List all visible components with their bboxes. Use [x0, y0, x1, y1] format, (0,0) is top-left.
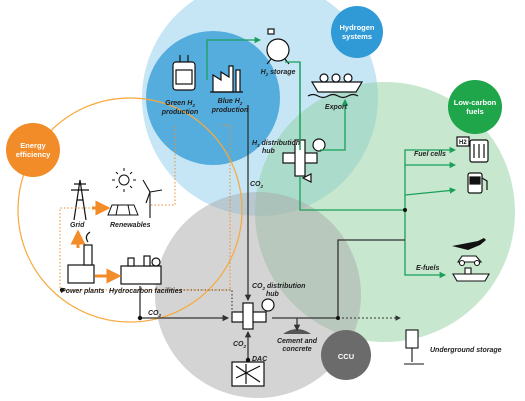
svg-text:H2: H2	[459, 140, 467, 146]
h2-storage-label: H2 storage	[261, 69, 296, 77]
hydrogen-systems-badge: Hydrogen systems	[331, 6, 383, 58]
hydrogen-pump-icon	[467, 172, 488, 194]
svg-text:systems: systems	[342, 32, 372, 41]
factory-icon	[210, 65, 243, 93]
co2-dac-label: CO2	[233, 341, 247, 349]
h2-hub-valve-icon	[282, 138, 326, 183]
low-carbon-fuels-badge: Low-carbon fuels	[448, 80, 502, 134]
ccu-badge: CCU	[321, 330, 371, 380]
car-icon	[456, 255, 483, 267]
sun-icon	[112, 168, 136, 192]
junction-dots	[59, 208, 407, 363]
wind-turbine-icon	[142, 179, 163, 218]
plane-icon	[452, 238, 486, 250]
ccu-circle	[155, 192, 361, 398]
underground-storage-label: Underground storage	[430, 347, 502, 354]
hydrocarbon-label: Hydrocarbon facilities	[109, 288, 183, 295]
svg-text:Low-carbon: Low-carbon	[454, 98, 497, 107]
co2-upper-label: CO2	[250, 181, 264, 189]
grid-label: Grid	[70, 222, 85, 229]
power-plants-label: Power plants	[61, 288, 105, 295]
renewables-label: Renewables	[110, 222, 151, 229]
power-plant-icon	[67, 231, 95, 284]
fuel-cells-label: Fuel cells	[414, 151, 446, 158]
svg-text:Hydrogen: Hydrogen	[339, 23, 374, 32]
ship-icon	[307, 73, 364, 99]
energy-efficiency-badge: Energy efficiency	[6, 123, 60, 177]
svg-text:efficiency: efficiency	[16, 150, 51, 159]
co2-left-label: CO2	[148, 310, 162, 318]
svg-text:Energy: Energy	[20, 141, 46, 150]
solar-panel-icon	[107, 204, 139, 216]
cement-pile-icon	[283, 329, 311, 334]
dac-label: DAC	[252, 356, 268, 363]
energy-efficiency-ring	[17, 97, 243, 323]
dac-icon	[231, 361, 265, 387]
e-fuels-label: E-fuels	[416, 265, 439, 272]
cargo-ship-icon	[452, 267, 490, 282]
svg-text:fuels: fuels	[466, 107, 484, 116]
co2-hub-valve-icon	[231, 298, 275, 330]
svg-text:CCU: CCU	[338, 352, 354, 361]
transmission-tower-icon	[71, 179, 89, 221]
underground-storage-icon	[404, 329, 424, 365]
fuel-cell-icon: H2	[456, 136, 489, 163]
hydrocarbon-facility-icon	[120, 255, 162, 285]
export-label: Export	[325, 104, 348, 111]
electrolyser-icon	[172, 55, 196, 91]
